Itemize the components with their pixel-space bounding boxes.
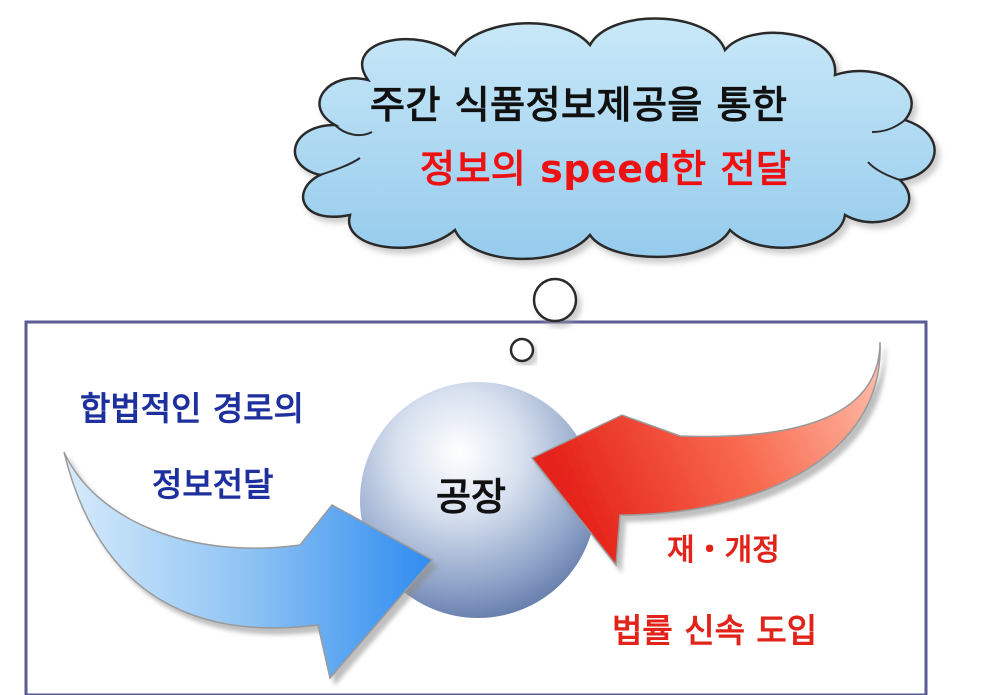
left-arrow-label-line1: 합법적인 경로의	[80, 389, 305, 428]
left-arrow	[63, 451, 434, 680]
right-arrow	[530, 341, 881, 567]
cloud-title-line2: 정보의 speed한 전달	[420, 147, 792, 191]
thought-bubble-small	[509, 337, 535, 363]
right-arrow-label-line1: 재・개정	[667, 533, 780, 568]
thought-cloud	[293, 17, 936, 260]
content-frame	[24, 320, 928, 695]
left-arrow-label-line2: 정보전달	[152, 465, 274, 504]
right-arrow-label-line2: 법률 신속 도입	[612, 611, 818, 650]
factory-label: 공장	[436, 475, 506, 519]
cloud-title-line1: 주간 식품정보제공을 통한	[370, 83, 788, 127]
thought-bubble-large	[532, 277, 578, 323]
